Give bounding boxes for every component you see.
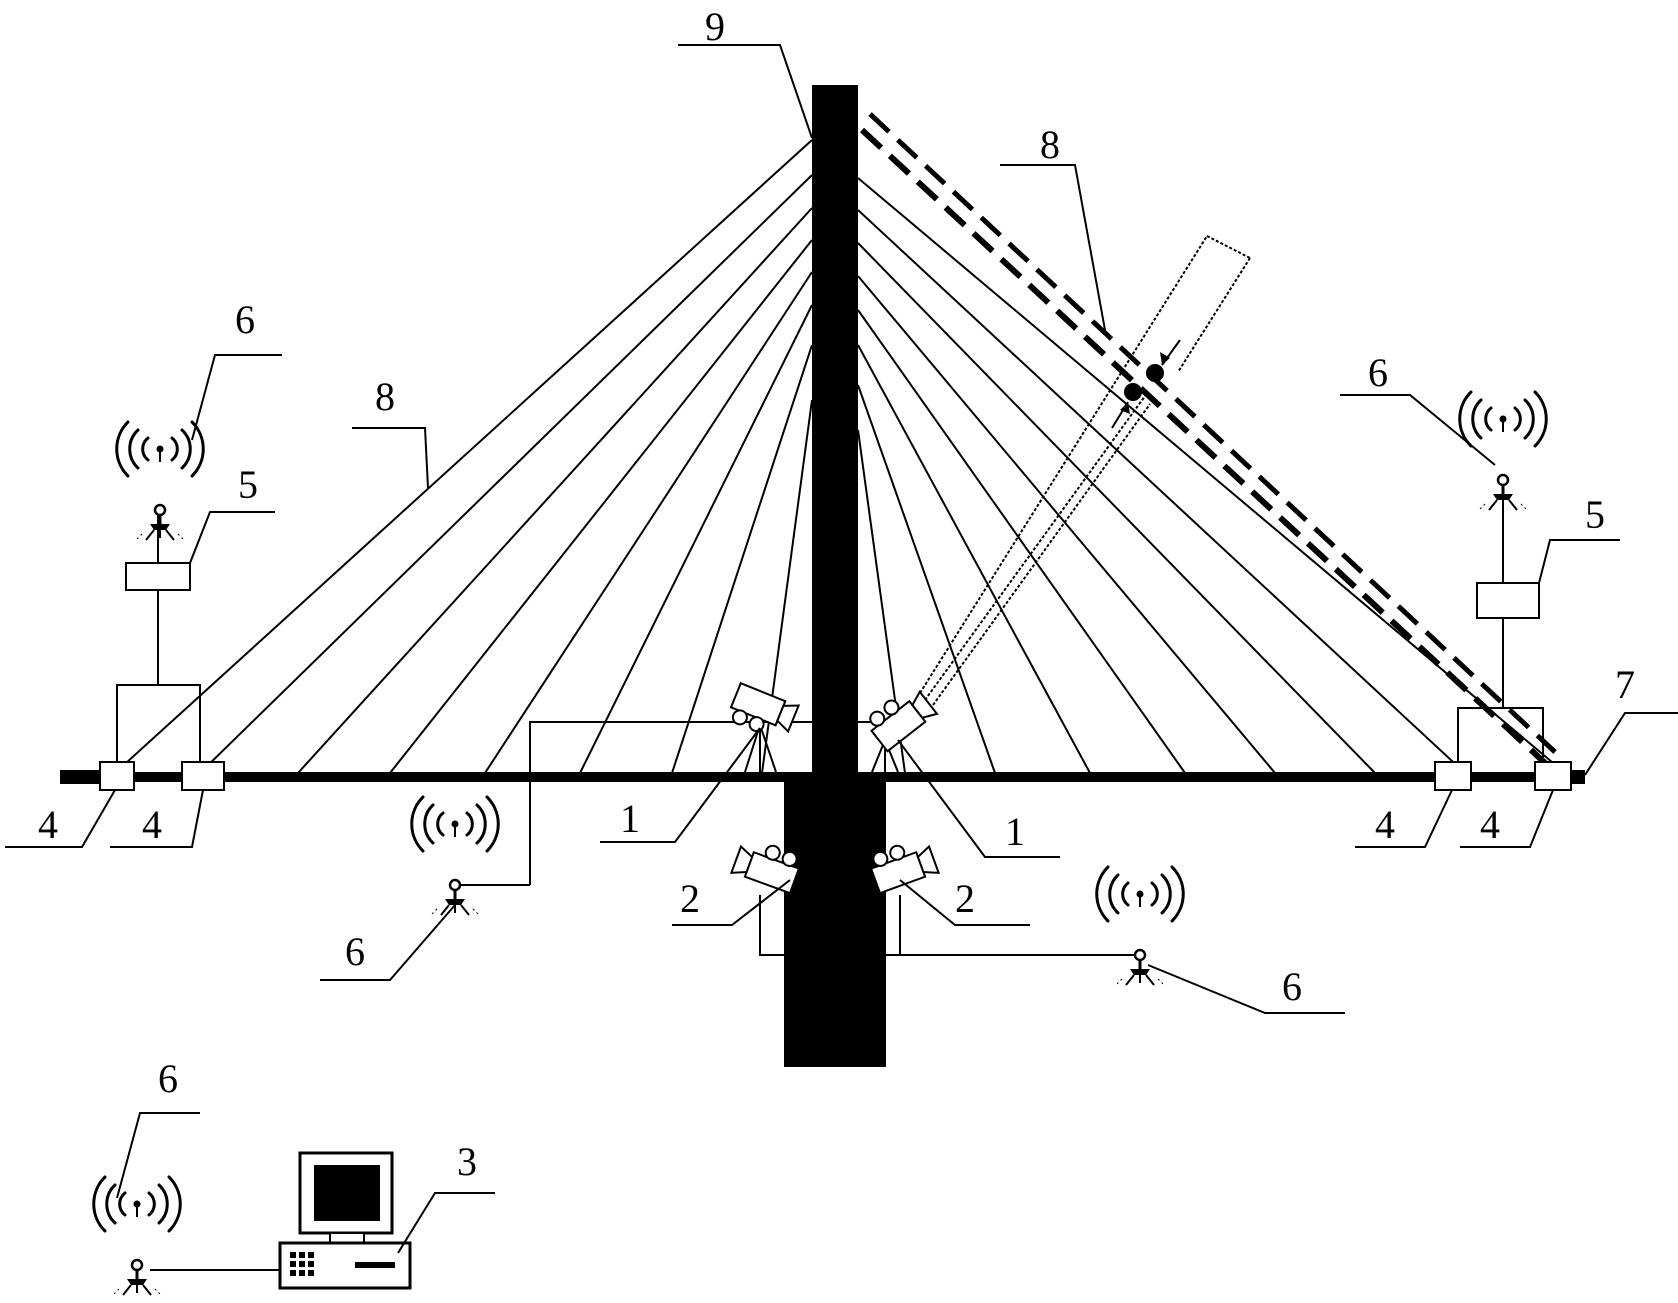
label-cable-right: 8: [1040, 122, 1060, 167]
computer-icon: [150, 1151, 412, 1290]
label-sensor-left-2: 4: [142, 802, 162, 847]
pier: [784, 782, 886, 1067]
label-wireless-computer: 6: [158, 1056, 178, 1101]
reference-numerals: 9 8 8 6 5 6 5 7 4 4 1 1 2 2 6 6 4 4 6 3: [38, 4, 1635, 1184]
label-camera-deck-left: 1: [620, 796, 640, 841]
wireless-node-right-deck: [1458, 390, 1548, 512]
label-sensor-right-2: 4: [1480, 802, 1500, 847]
camera-sight-lines: [919, 235, 1251, 706]
label-computer: 3: [457, 1139, 477, 1184]
wireless-node-camera-left: [410, 795, 530, 917]
leader-lines: [5, 44, 1678, 1254]
label-camera-deck-right: 1: [1005, 809, 1025, 854]
label-sensor-left-1: 4: [38, 802, 58, 847]
label-camera-pier-right: 2: [955, 876, 975, 921]
label-camera-pier-left: 2: [680, 876, 700, 921]
label-wireless-camera-right: 6: [1282, 964, 1302, 1009]
tower: [812, 85, 858, 785]
label-cable-left: 8: [375, 374, 395, 419]
left-stay-cables: [114, 139, 813, 774]
label-acquisition-right: 5: [1585, 492, 1605, 537]
left-acquisition-unit: [116, 510, 201, 762]
wireless-node-computer: [92, 1175, 182, 1297]
monitored-cable: [859, 112, 1557, 766]
wireless-node-camera-right: [1095, 865, 1185, 987]
label-tower: 9: [705, 4, 725, 49]
label-sensor-right-1: 4: [1375, 802, 1395, 847]
wireless-node-left-deck: [115, 420, 205, 542]
deck-sensors: [99, 761, 1572, 791]
label-wireless-camera-left: 6: [345, 929, 365, 974]
label-deck: 7: [1615, 662, 1635, 707]
label-wireless-right-top: 6: [1368, 350, 1388, 395]
label-acquisition-left: 5: [238, 462, 258, 507]
label-wireless-left-top: 6: [235, 297, 255, 342]
